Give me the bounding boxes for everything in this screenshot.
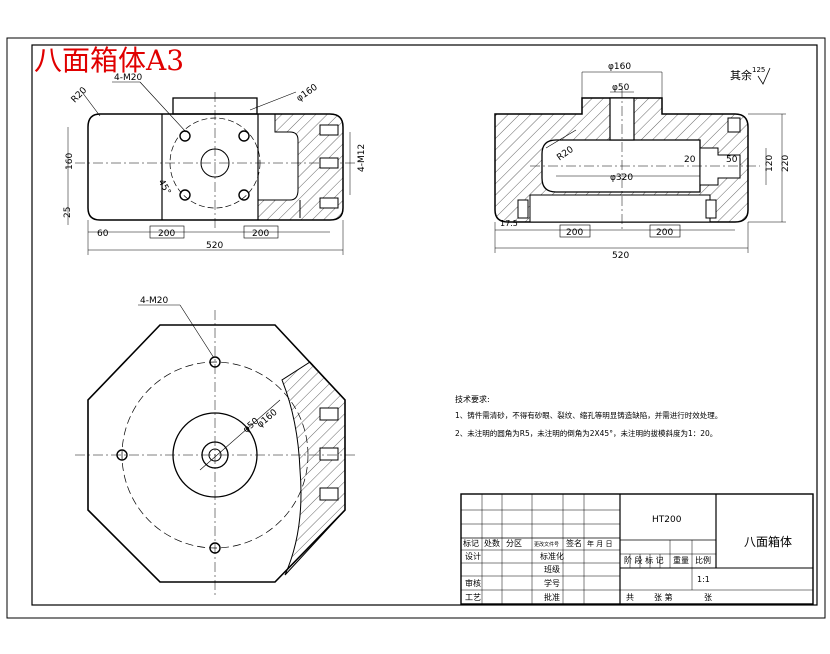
title-block-checker: 审核: [465, 578, 481, 588]
title-block-approve: 批准: [544, 592, 560, 602]
front-view: [67, 81, 355, 255]
top-thread-label: 4-M20: [140, 296, 168, 306]
front-dim-200b: 200: [252, 229, 269, 239]
drawing-frame: [31, 44, 818, 606]
sheet-border: [6, 37, 826, 619]
front-dia160-label: φ160: [295, 82, 320, 104]
title-block-header-1: 处数: [484, 538, 500, 548]
front-thread-label: 4-M20: [114, 73, 142, 83]
section-dim-200b: 200: [656, 228, 673, 238]
front-dim-200a: 200: [158, 229, 175, 239]
title-block-standardize: 标准化: [540, 551, 564, 561]
title-block-student-no: 学号: [544, 578, 560, 588]
title-block-header-0: 标记: [463, 538, 479, 548]
section-dia50-label: φ50: [612, 83, 630, 93]
title-block-designer: 设计: [465, 551, 481, 561]
section-dim-20: 20: [684, 155, 696, 165]
title-block-sheet-end: 张: [704, 593, 712, 602]
notes-line-2: 2、未注明的圆角为R5，未注明的倒角为2X45°，未注明的拔模斜度为1：20。: [455, 428, 717, 438]
title-block-weight: 重量: [673, 555, 689, 565]
title-block: [460, 493, 814, 605]
title-block-class: 班级: [544, 564, 560, 574]
section-dia320-label: φ320: [610, 173, 633, 183]
notes-line-1: 1、铸件需清砂，不得有砂眼、裂纹、缩孔等明显铸造缺陷，并需进行时效处理。: [455, 410, 722, 420]
drawing-title: 八面箱体A3: [34, 44, 184, 77]
section-dim-220: 220: [781, 155, 791, 172]
section-dia160-label: φ160: [608, 62, 631, 72]
title-block-scale: 比例: [695, 555, 711, 565]
front-dim-25: 25: [63, 207, 73, 218]
title-block-header-4: 签名: [566, 538, 582, 548]
surface-finish-value: 125: [752, 66, 765, 74]
section-dim-200a: 200: [566, 228, 583, 238]
front-dim-60: 60: [97, 229, 109, 239]
top-view: [75, 304, 355, 595]
title-block-stage-mark: 阶 段 标 记: [624, 555, 664, 565]
section-dim-520: 520: [612, 251, 629, 261]
title-block-sheets: 共: [626, 593, 634, 602]
front-angle-label: 45°: [156, 178, 173, 197]
title-block-material: HT200: [652, 515, 682, 525]
section-dim-50: 50: [726, 155, 738, 165]
surface-finish-note: 其余: [730, 68, 752, 82]
front-dim-160: 160: [65, 153, 75, 170]
title-block-scale-value: 1:1: [697, 575, 710, 584]
section-dim-120: 120: [765, 155, 775, 172]
title-block-header-2: 分区: [506, 539, 522, 548]
title-block-header-5: 年 月 日: [587, 539, 612, 548]
title-block-sheet-of: 张 第: [654, 592, 673, 602]
front-dim-520: 520: [206, 241, 223, 251]
surface-finish-icon: [757, 67, 771, 85]
title-block-header-3: 更改文件号: [534, 541, 559, 548]
notes-heading: 技术要求:: [455, 394, 490, 404]
title-block-part-name: 八面箱体: [744, 534, 792, 549]
title-block-process: 工艺: [465, 593, 481, 602]
section-dim-17: 17.5: [500, 219, 518, 228]
section-view: [494, 71, 786, 253]
front-r20-label: R20: [70, 85, 90, 105]
front-m12-label: 4-M12: [357, 144, 367, 172]
